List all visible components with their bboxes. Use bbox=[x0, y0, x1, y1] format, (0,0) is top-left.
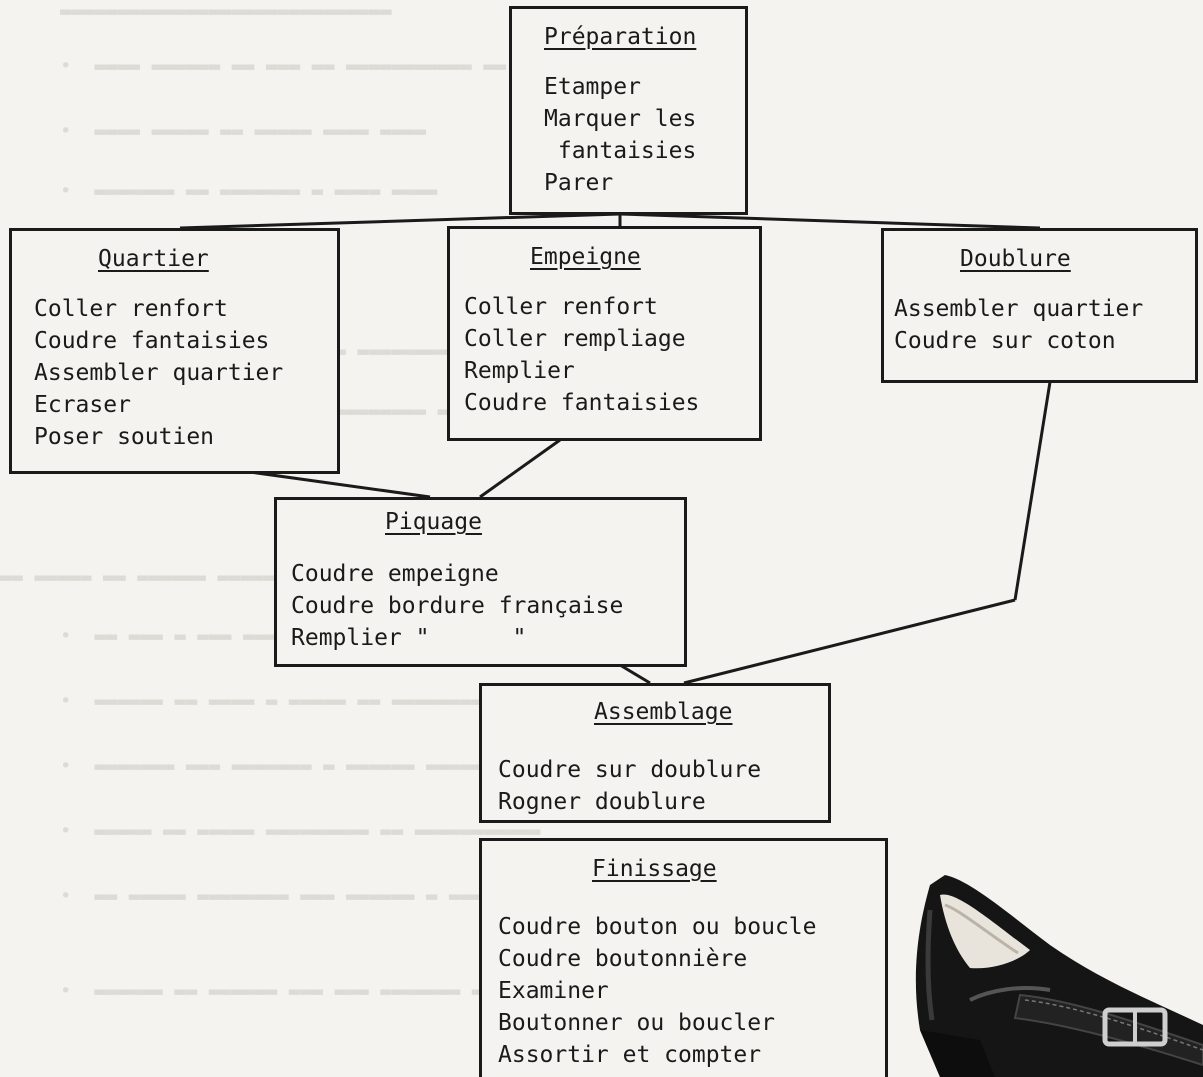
node-title: Empeigne bbox=[530, 244, 641, 270]
node-title: Piquage bbox=[385, 509, 482, 535]
node-item: Coudre bouton ou boucle bbox=[498, 914, 817, 940]
node-quartier: Quartier Coller renfort Coudre fantaisie… bbox=[9, 228, 340, 474]
node-item: Examiner bbox=[498, 978, 609, 1004]
node-title: Préparation bbox=[544, 24, 697, 50]
edge-preparation-quartier bbox=[179, 212, 621, 230]
node-item: Ecraser bbox=[34, 392, 131, 418]
node-item: Poser soutien bbox=[34, 424, 215, 450]
node-item: Coudre fantaisies bbox=[34, 328, 270, 354]
node-title: Assemblage bbox=[594, 699, 733, 725]
node-item: Coudre sur coton bbox=[894, 328, 1116, 354]
node-item: Coudre bordure française bbox=[291, 593, 624, 619]
node-piquage: Piquage Coudre empeigne Coudre bordure f… bbox=[274, 497, 687, 667]
node-item: Parer bbox=[544, 170, 614, 196]
node-item: Assortir et compter bbox=[498, 1042, 762, 1068]
shoe-illustration-icon bbox=[915, 875, 1203, 1077]
node-assemblage: Assemblage Coudre sur doublure Rogner do… bbox=[479, 683, 831, 823]
edge-doublure-assemblage bbox=[1013, 381, 1052, 601]
node-item: Coudre empeigne bbox=[291, 561, 499, 587]
node-item: Coller renfort bbox=[464, 294, 658, 320]
node-preparation: Préparation Etamper Marquer les fantaisi… bbox=[509, 6, 748, 215]
node-item: Remplier " " bbox=[291, 625, 527, 651]
node-finissage: Finissage Coudre bouton ou boucle Coudre… bbox=[479, 838, 888, 1077]
node-item: Remplier bbox=[464, 358, 575, 384]
node-item: fantaisies bbox=[544, 138, 697, 164]
node-doublure: Doublure Assembler quartier Coudre sur c… bbox=[881, 228, 1198, 383]
edge-preparation-doublure bbox=[619, 212, 1041, 230]
edge-doublure-assemblage-2 bbox=[683, 598, 1016, 685]
node-title: Doublure bbox=[960, 246, 1071, 272]
node-item: Assembler quartier bbox=[34, 360, 284, 386]
node-title: Finissage bbox=[592, 856, 717, 882]
node-empeigne: Empeigne Coller renfort Coller rempliage… bbox=[447, 226, 762, 441]
node-title: Quartier bbox=[98, 246, 209, 272]
node-item: Rogner doublure bbox=[498, 789, 706, 815]
node-item: Boutonner ou boucler bbox=[498, 1010, 775, 1036]
node-item: Coller rempliage bbox=[464, 326, 686, 352]
node-item: Coller renfort bbox=[34, 296, 228, 322]
node-item: Coudre fantaisies bbox=[464, 390, 700, 416]
edge-piquage-assemblage bbox=[619, 663, 651, 685]
node-item: Etamper bbox=[544, 74, 641, 100]
edge-quartier-piquage bbox=[249, 470, 431, 499]
edge-empeigne-piquage bbox=[479, 438, 561, 499]
node-item: Coudre boutonnière bbox=[498, 946, 748, 972]
node-item: Assembler quartier bbox=[894, 296, 1144, 322]
node-item: Coudre sur doublure bbox=[498, 757, 762, 783]
node-item: Marquer les bbox=[544, 106, 697, 132]
